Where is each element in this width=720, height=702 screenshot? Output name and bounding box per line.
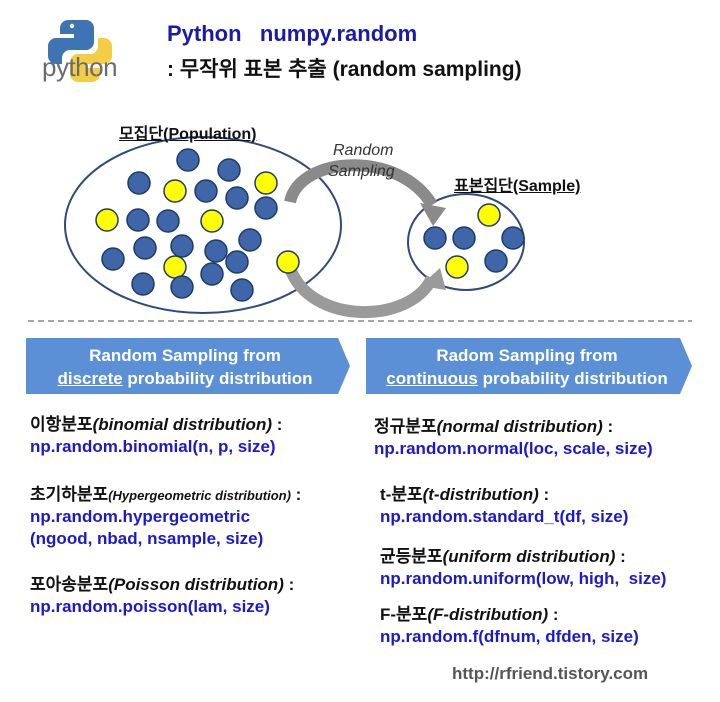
uniform-item: 균등분포(uniform distribution) : np.random.u… [380,542,666,589]
t-dist-code: np.random.standard_t(df, size) [380,507,629,526]
population-dot [225,250,249,274]
population-dot [101,247,125,271]
hypergeometric-item: 초기하분포(Hypergeometric distribution) : np.… [30,480,301,549]
binomial-code: np.random.binomial(n, p, size) [30,437,276,456]
population-dot [156,209,180,233]
hypergeometric-code-args: (ngood, nbad, nsample, size) [30,529,264,548]
t-dist-title: t-분포(t-distribution) : [380,485,550,504]
population-dot [194,179,218,203]
python-logo-text: python [42,52,118,82]
python-logo: python [40,16,128,84]
sample-dot [452,226,476,250]
population-dot [163,179,187,203]
sampling-arrow-top [284,159,438,209]
normal-item: 정규분포(normal distribution) : np.random.no… [374,412,653,459]
discrete-panel-shape [26,338,350,394]
population-dot [200,209,224,233]
population-dot [254,171,278,195]
sampling-arrow-top-head [420,203,446,226]
footer-url: http://rfriend.tistory.com [452,664,649,683]
f-dist-code: np.random.f(dfnum, dfden, size) [380,627,639,646]
population-dot [276,250,300,274]
sample-label: 표본집단(Sample) [454,178,581,195]
page-subtitle: : 무작위 표본 추출 (random sampling) [167,58,522,81]
sample-dots [423,203,525,279]
population-dots [95,148,300,302]
sampling-diagram [28,136,692,322]
population-label: 모집단(Population) [119,126,257,143]
f-dist-item: F-분포(F-distribution) : np.random.f(dfnum… [380,600,639,647]
uniform-code: np.random.uniform(low, high, size) [380,569,667,588]
population-dot [127,171,151,195]
discrete-panel: Random Sampling from discrete probabilit… [57,346,313,388]
sampling-arrow-bottom [284,265,438,319]
f-dist-title: F-분포(F-distribution) : [380,605,559,624]
sample-dot [445,255,469,279]
population-dot [95,208,119,232]
population-dot [170,275,194,299]
continuous-panel-shape [366,338,692,394]
population-dot [176,148,200,172]
panel-shapes [26,338,692,394]
population-dot [133,236,157,260]
normal-code: np.random.normal(loc, scale, size) [374,439,653,458]
poisson-code: np.random.poisson(lam, size) [30,597,270,616]
population-dot [217,158,241,182]
population-dot [126,208,150,232]
python-logo-icon [48,20,112,82]
population-dot [238,228,262,252]
normal-title: 정규분포(normal distribution) : [374,417,614,436]
poisson-title: 포아송분포(Poisson distribution) : [30,575,295,594]
sample-dot [501,226,525,250]
poisson-item: 포아송분포(Poisson distribution) : np.random.… [30,570,294,617]
hypergeometric-code: np.random.hypergeometric [30,507,251,526]
population-dot [170,234,194,258]
sample-dot [477,203,501,227]
population-dot [230,278,254,302]
binomial-item: 이항분포(binomial distribution) : np.random.… [30,410,282,457]
population-dot [200,262,224,286]
population-dot [163,255,187,279]
population-dot [131,272,155,296]
sampling-arrow-bottom-head [420,268,446,290]
population-dot [204,239,228,263]
sample-dot [484,249,508,273]
page-title: Python numpy.random [167,21,418,46]
uniform-title: 균등분포(uniform distribution) : [380,547,626,566]
sample-dot [423,226,447,250]
continuous-panel: Radom Sampling from continuous probabili… [386,346,668,388]
t-dist-item: t-분포(t-distribution) : np.random.standar… [380,480,628,527]
population-dot [254,196,278,220]
random-sampling-label: Random Sampling [328,142,395,180]
population-dot [225,186,249,210]
hypergeometric-title: 초기하분포(Hypergeometric distribution) : [30,485,302,504]
binomial-title: 이항분포(binomial distribution) : [30,415,283,434]
